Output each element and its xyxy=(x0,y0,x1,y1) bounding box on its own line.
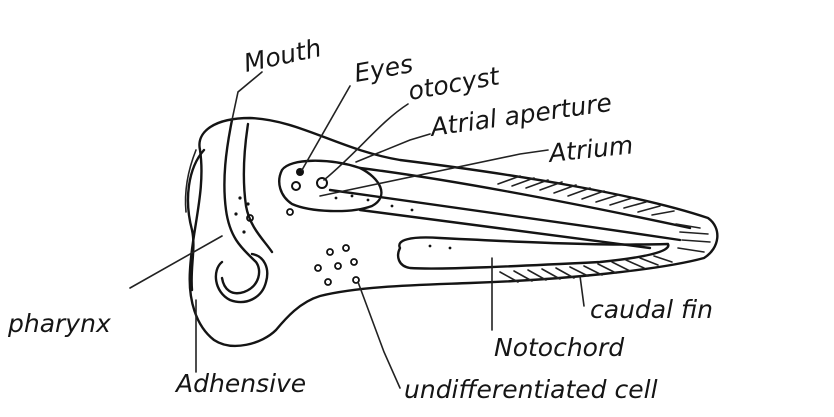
leader-undifferentiated xyxy=(358,282,400,388)
label-notochord: Notochord xyxy=(494,333,624,362)
mouth-canal xyxy=(222,120,259,293)
leader-caudal-fin xyxy=(580,276,584,306)
leader-mouth xyxy=(232,72,262,120)
label-otocyst: otocyst xyxy=(406,61,503,106)
leader-eyes xyxy=(302,86,350,170)
label-mouth: Mouth xyxy=(241,33,324,78)
label-adhensive: Adhensive xyxy=(174,369,306,398)
notochord-outline xyxy=(398,237,668,268)
pharynx-loop xyxy=(216,254,267,302)
label-atrium: Atrium xyxy=(546,130,635,168)
label-caudal-fin: caudal fin xyxy=(590,295,713,324)
leader-atrium xyxy=(320,150,548,196)
label-eyes: Eyes xyxy=(352,49,415,88)
label-undifferentiated-cell: undifferentiated cell xyxy=(404,375,658,404)
leader-pharynx xyxy=(130,236,222,288)
eye-ring xyxy=(292,182,300,190)
mouth-canal-inner xyxy=(244,124,272,252)
caudal-fin-hatching-tip xyxy=(676,224,710,252)
label-pharynx: pharynx xyxy=(7,309,111,338)
undifferentiated-cells xyxy=(315,245,359,285)
